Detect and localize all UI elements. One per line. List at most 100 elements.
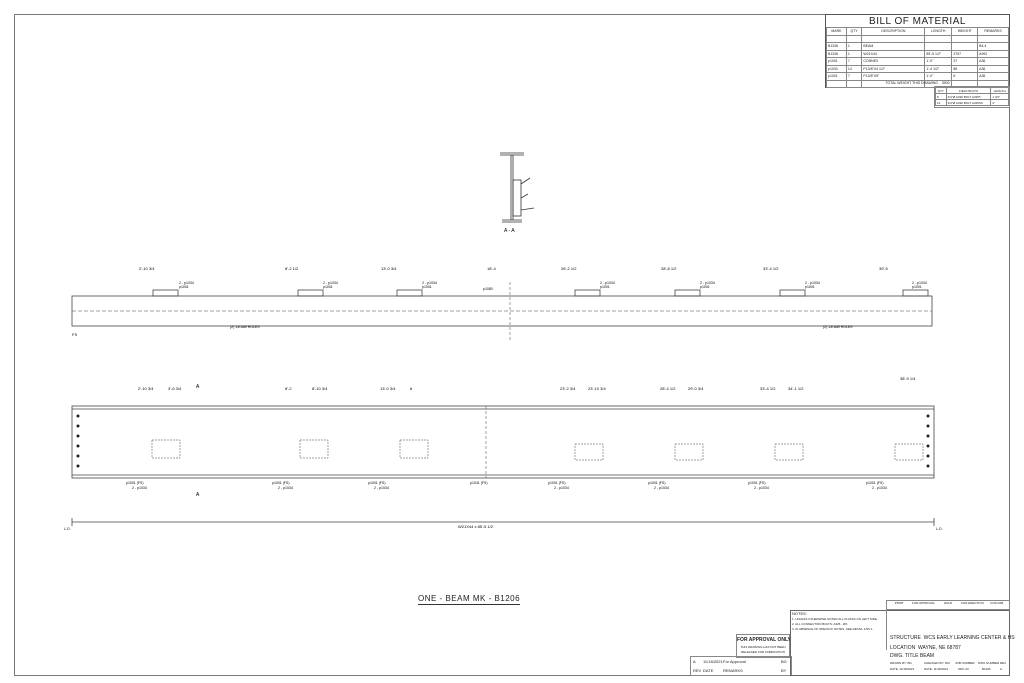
rev-value: A xyxy=(1000,667,1003,671)
callout: p1001 xyxy=(912,285,922,289)
callout: p1001 (FS) xyxy=(368,481,386,485)
approval-title: FOR APPROVAL ONLY xyxy=(737,637,791,643)
end-label: L.O. xyxy=(936,527,943,531)
note-line: 2. ALL CONNECTION BOLTS: A325 - ØX. xyxy=(792,622,849,626)
revision-header: REV xyxy=(693,668,702,673)
callout: p1001 (FS) xyxy=(866,481,884,485)
drawn-date: DATE: 11/18/2021 xyxy=(890,667,915,671)
callout: p1041 (FS) xyxy=(470,481,488,485)
status-cell: FOR ERECTION xyxy=(961,601,984,605)
checked-by: CHECKED BY: DM xyxy=(924,661,950,665)
dim-label: 2'-10 3/4 xyxy=(139,266,155,271)
dim-label: 33'-4 1/2 xyxy=(763,266,779,271)
checked-date: DATE: 11/18/2021 xyxy=(924,667,949,671)
section-label: A - A xyxy=(504,228,515,234)
callout: p1080 xyxy=(483,287,493,291)
end-label: L.O. xyxy=(64,527,71,531)
bom-total: TOTAL WEIGHT THIS DRAWING 3900 xyxy=(826,80,1009,87)
callout: 2 - p1034 xyxy=(872,486,887,490)
callout: p1001 (FS) xyxy=(126,481,144,485)
callout: p1001 xyxy=(323,285,333,289)
dim-label: 28'-8 1/2 xyxy=(661,266,677,271)
callout: p1001 xyxy=(422,285,432,289)
beam-length: W21X44 x 85'-5 1/2 xyxy=(458,524,494,529)
callout: p1001 (FS) xyxy=(648,481,666,485)
dim-label: 23'-10 3/4 xyxy=(588,386,606,391)
bill-of-material: BILL OF MATERIAL MARK QTY DESCRIPTION LE… xyxy=(825,14,1010,88)
notes-title: NOTES: xyxy=(792,611,807,616)
dim-label: 8'-2 1/2 xyxy=(285,266,299,271)
callout: p1001 xyxy=(179,285,189,289)
section-mark: A xyxy=(196,384,200,390)
dim-label: 2'-10 3/4 xyxy=(138,386,154,391)
drawn-by: DRAWN BY: BG xyxy=(890,661,912,665)
holes-note: (2) 13/16Ø HOLES xyxy=(823,325,853,329)
revision-header: REMARKS xyxy=(723,668,743,673)
structure-line: STRUCTURE WCS EARLY LEARNING CENTER & HS xyxy=(890,635,1015,641)
dim-label: 8 xyxy=(410,386,413,391)
approval-body: THIS DRAWING HAS NOT BEEN RELEASED FOR F… xyxy=(740,645,786,654)
callout: 2 - p1034 xyxy=(754,486,769,490)
dim-label: 3'-6 3/4 xyxy=(168,386,182,391)
revision-cell: 11/18/2021 xyxy=(703,659,723,664)
notes-box: NOTES: 1. UNLESS OTHERWISE NOTED ALL PLA… xyxy=(790,610,887,650)
dim-label: 34'-1 1/2 xyxy=(788,386,804,391)
status-cell: FOR APPROVAL xyxy=(912,601,936,605)
callout: 2 - p1034 xyxy=(179,281,194,285)
dim-label: 18'-4 xyxy=(487,266,497,271)
revision-cell: For Approval xyxy=(723,659,746,664)
callout: p1001 xyxy=(600,285,610,289)
callout: 2 - p1034 xyxy=(700,281,715,285)
bom-header: WEIGHT xyxy=(951,27,979,36)
bom-row xyxy=(826,34,1009,43)
note-line: 1. UNLESS OTHERWISE NOTED ALL PLATES ON … xyxy=(792,617,878,621)
side-label: FS xyxy=(72,332,77,337)
section-a-a-diagram: A - A xyxy=(500,152,535,234)
bom-header: QTY xyxy=(845,27,863,36)
dim-label: 26'-2 1/2 xyxy=(561,266,577,271)
revision-cell: A xyxy=(693,659,696,664)
callout: 2 - p1034 xyxy=(132,486,147,490)
dim-label: 23'-2 3/4 xyxy=(560,386,576,391)
dim-label: 8'-2 xyxy=(285,386,292,391)
dwg-number: B1206 xyxy=(982,667,991,671)
callout: p1001 (FS) xyxy=(748,481,766,485)
section-mark: A xyxy=(196,492,200,498)
callout: 2 - p1034 xyxy=(554,486,569,490)
dim-label: 38'-9 1/4 xyxy=(900,376,916,381)
beam-top-view: 2'-10 3/4 8'-2 1/2 13'-0 3/4 18'-4 26'-2… xyxy=(71,266,933,342)
job-number: SDC-23 xyxy=(958,667,969,671)
revision-cell: BG xyxy=(781,659,787,664)
dim-label: 39'-5 xyxy=(879,266,889,271)
bom-header: LENGTH xyxy=(924,27,953,36)
dwg-number-label: DWG NUMBER xyxy=(978,661,1000,665)
approval-box: FOR APPROVAL ONLY THIS DRAWING HAS NOT B… xyxy=(736,634,791,658)
callout: 2 - p1034 xyxy=(323,281,338,285)
dim-label: 13'-0 3/4 xyxy=(381,266,397,271)
rev-label: REV xyxy=(1000,661,1007,665)
bom-table: MARK QTY DESCRIPTION LENGTH WEIGHT REMAR… xyxy=(826,27,1009,88)
status-cell: FOR FAB xyxy=(990,601,1004,605)
callout: 2 - p1034 xyxy=(654,486,669,490)
bom-header: DESCRIPTION xyxy=(861,27,926,36)
callout: 2 - p1034 xyxy=(912,281,927,285)
dim-label: 8'-10 3/4 xyxy=(312,386,328,391)
status-header: PRINT FOR APPROVAL HOLD FOR ERECTION FOR… xyxy=(886,600,1010,610)
callout: 2 - p1034 xyxy=(805,281,820,285)
title-block xyxy=(790,610,1010,676)
note-line: 3. IN ABSENCE OF SPECIFIC NOTES, SEE DET… xyxy=(792,627,874,631)
bom-title: BILL OF MATERIAL xyxy=(869,16,966,27)
revision-block: A 11/18/2021 For Approval BG REV DATE RE… xyxy=(690,656,792,676)
revision-header: DATE xyxy=(703,668,714,673)
callout: p1001 xyxy=(805,285,815,289)
callout: p1001 (FS) xyxy=(272,481,290,485)
callout: 2 - p1034 xyxy=(422,281,437,285)
